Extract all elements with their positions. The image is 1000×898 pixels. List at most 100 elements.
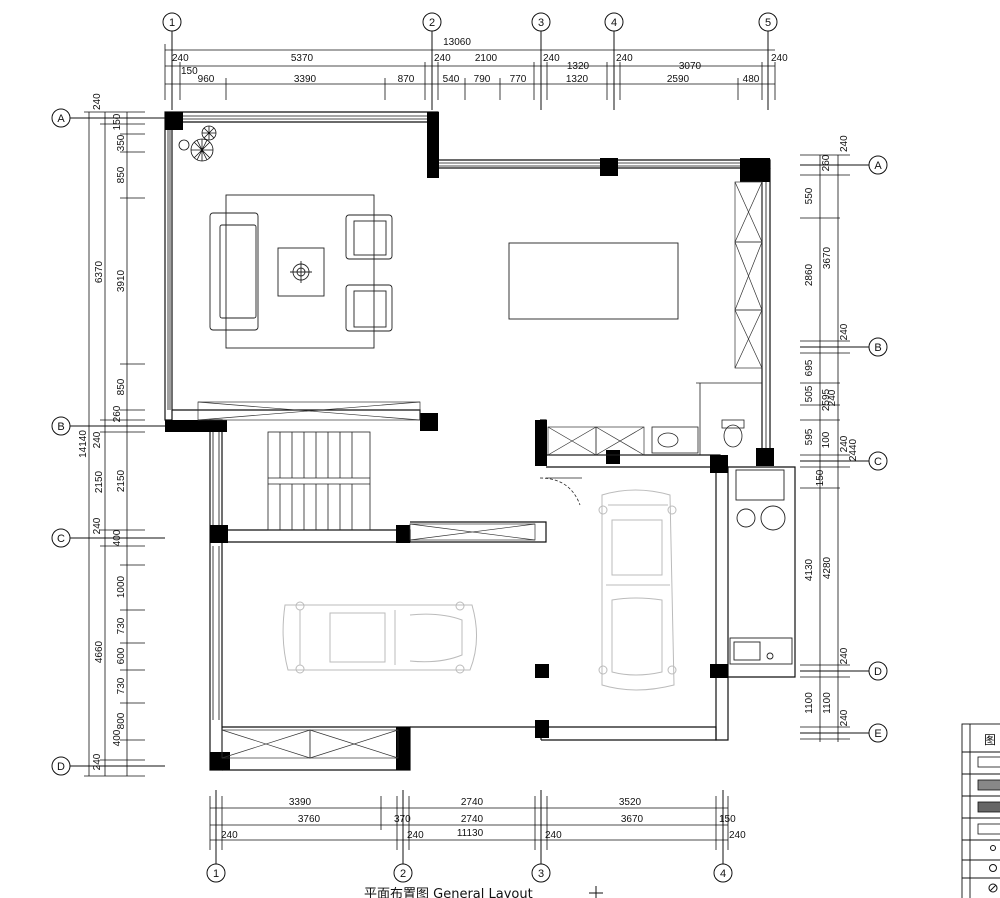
bottom-dim: 150 <box>719 814 736 825</box>
bottom-dim: 3520 <box>619 797 642 808</box>
parked-car-horizontal <box>282 601 478 674</box>
area-rug <box>225 194 375 349</box>
left-dim: 240 <box>92 93 103 110</box>
left-dimension-lines <box>84 111 145 777</box>
right-dim: 4130 <box>804 558 815 581</box>
right-dim: 505 <box>804 385 815 402</box>
bottom-dim: 240 <box>545 830 562 841</box>
dense-hatch-swatch <box>977 801 1000 813</box>
left-total-dimension: 14140 <box>78 430 89 458</box>
left-dim: 150 <box>112 113 123 130</box>
top-dim: 2590 <box>667 74 690 85</box>
legend-header: 图 <box>984 733 996 747</box>
grid-label-top-5: 5 <box>765 17 771 29</box>
grid-label-left-c: C <box>57 533 65 545</box>
top-dim: 960 <box>198 74 215 85</box>
left-dim: 730 <box>116 677 127 694</box>
top-dim: 150 <box>181 66 198 77</box>
toilet <box>721 419 745 429</box>
grid-label-top-2: 2 <box>429 17 435 29</box>
hatched-wall-swatch <box>977 779 1000 791</box>
grid-label-bottom-4: 4 <box>720 868 726 880</box>
walls <box>164 111 796 771</box>
top-dim: 240 <box>771 53 788 64</box>
left-dim: 240 <box>92 517 103 534</box>
left-dim: 2150 <box>94 470 105 493</box>
grid-label-right-e: E <box>874 728 881 740</box>
top-dim: 1320 <box>567 61 590 72</box>
left-dim: 3910 <box>116 269 127 292</box>
living-room-furniture <box>209 194 679 349</box>
small-circle-symbol <box>990 845 996 851</box>
grid-label-top-4: 4 <box>611 17 617 29</box>
bottom-dim: 240 <box>221 830 238 841</box>
armchair-top <box>345 214 393 260</box>
left-dim: 240 <box>92 753 103 770</box>
right-dim: 2440 <box>848 438 859 461</box>
left-dim: 240 <box>92 431 103 448</box>
drawing-title: 平面布置图 General Layout <box>364 887 533 898</box>
right-dim: 240 <box>839 709 850 726</box>
right-dim: 1100 <box>804 692 815 714</box>
bottom-dim: 3390 <box>289 797 312 808</box>
grid-label-bottom-3: 3 <box>538 868 544 880</box>
cross-circle-symbol <box>988 883 998 893</box>
grid-label-left-d: D <box>57 761 65 773</box>
top-total-dimension: 13060 <box>443 37 471 48</box>
right-dim: 240 <box>839 435 850 452</box>
bottom-dim: 3670 <box>621 814 644 825</box>
right-dim: 2860 <box>804 263 815 286</box>
bottom-dimension-lines <box>209 796 729 850</box>
grid-label-left-b: B <box>57 421 64 433</box>
top-dim: 5370 <box>291 53 314 64</box>
top-dim: 1320 <box>566 74 589 85</box>
left-dim: 350 <box>116 134 127 151</box>
bottom-dim: 370 <box>394 814 411 825</box>
bottom-dim: 240 <box>407 830 424 841</box>
right-dim: 240 <box>839 135 850 152</box>
bathroom-fixtures <box>539 382 762 506</box>
left-dim: 800 <box>116 712 127 729</box>
grid-label-right-a: A <box>874 160 882 172</box>
right-dim: 240 <box>839 647 850 664</box>
plain-swatch <box>977 823 1000 835</box>
coffee-table <box>277 247 325 297</box>
top-dim: 240 <box>543 53 560 64</box>
laundry-area <box>729 469 793 665</box>
grid-label-left-a: A <box>57 113 65 125</box>
top-dim: 3070 <box>679 61 702 72</box>
left-dim: 4660 <box>94 640 105 663</box>
right-dim: 3670 <box>822 246 833 269</box>
top-dim: 770 <box>510 74 527 85</box>
right-dim: 1100 <box>822 692 833 714</box>
sofa <box>209 212 259 331</box>
top-dimension-lines <box>164 44 776 100</box>
left-dim: 400 <box>112 529 123 546</box>
plain-wall-swatch <box>977 756 1000 768</box>
structural-columns <box>165 112 774 770</box>
armchair-bottom <box>345 284 393 332</box>
right-dim: 550 <box>804 187 815 204</box>
right-dim: 150 <box>815 469 826 486</box>
top-dim: 240 <box>616 53 633 64</box>
grid-bubbles-right <box>800 155 888 743</box>
grid-bubbles-left <box>51 108 165 776</box>
grid-label-top-1: 1 <box>169 17 175 29</box>
legend-table <box>961 723 1000 898</box>
right-dim: 240 <box>827 389 838 406</box>
left-dim: 400 <box>112 729 123 746</box>
right-dimension-lines <box>800 154 850 742</box>
left-dim: 850 <box>116 166 127 183</box>
top-dim: 2100 <box>475 53 498 64</box>
right-dim: 595 <box>804 428 815 445</box>
top-dim: 870 <box>398 74 415 85</box>
top-dim: 480 <box>743 74 760 85</box>
right-dim: 2595 <box>821 388 832 411</box>
top-dim: 3390 <box>294 74 317 85</box>
bottom-dim: 2740 <box>461 797 484 808</box>
bottom-dim: 11130 <box>457 828 484 839</box>
left-dim: 730 <box>116 617 127 634</box>
left-dim: 600 <box>116 647 127 664</box>
vanity-sink <box>651 426 699 454</box>
